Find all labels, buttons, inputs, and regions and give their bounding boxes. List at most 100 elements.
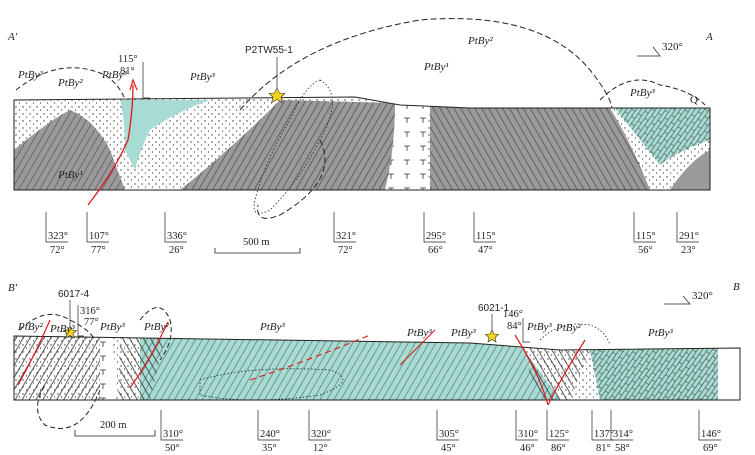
b-attitude-dip: 86° [551,443,566,454]
svg-text:146°: 146° [503,309,523,320]
b-attitude-dip: 46° [520,443,535,454]
fold-trace-b-left [19,313,96,341]
a-attitude-8: 291°23° [676,212,699,256]
b-attitude-dip-direction: 125° [549,429,569,440]
north-arrow-b [664,295,691,305]
b-attitude-9: 146°69° [698,410,721,454]
a-attitude-dip: 72° [338,245,353,256]
section-b-left-end: B' [8,282,18,294]
b-attitude-dip-direction: 240° [260,429,280,440]
top-attitude-b1: 316° 77° [77,305,100,337]
svg-text:PtBy³: PtBy³ [647,327,673,339]
section-a-left-end: A' [7,31,18,43]
attitude-row-a: 323° 72° 107° 77° 336° 26° 321° 72° 295° 66° 115° 4… [45,212,699,256]
section-a: A' A 320° P2TW55-1 115° 81° PtBy³ PtBy² … [7,18,713,256]
a-attitude-dip: 72° [50,245,65,256]
attitude-row-b: 310° 50° 240° 35° 320° 12° 305° 45° 310° 46° 125° 8… [160,410,721,454]
a-attitude-4: 321° 72° [333,212,356,256]
fold-trace-b-right [539,323,611,346]
a-attitude-dip-direction: 321° [336,231,356,242]
section-a-azimuth: 320° [662,41,683,53]
a-attitude-3: 336° 26° [164,212,187,256]
unit-labels-b: PtBy² PtBy³ PtBy³ PtBy² PtBy³ PtBy³ PtBy… [17,321,673,339]
a-attitude-2: 107° 77° [86,212,109,256]
unit-granite-b [718,348,720,400]
a-attitude-dip: 66° [428,245,443,256]
b-attitude-2: 240° 35° [257,410,280,454]
svg-text:500 m: 500 m [243,237,270,248]
a-attitude-dip-direction: 323° [48,231,68,242]
svg-text:PtBy³: PtBy³ [259,321,285,333]
section-a-outline [13,96,711,191]
svg-text:PtBy²: PtBy² [57,77,83,89]
b-attitude-dip: 35° [262,443,277,454]
svg-text:PtBy²: PtBy² [17,321,43,333]
section-b: B' B 320° 6017-4 6021-1 316° 77° 146° 84… [8,281,741,454]
unit-labels-a: PtBy³ PtBy² PtBy³ PtBy³ PtBy¹ PtBy² PtBy… [17,35,698,181]
top-attitude-b2: 146° 84° [503,309,530,343]
svg-text:PtBy³: PtBy³ [189,71,215,83]
fold-trace-a-right [599,79,706,106]
b-attitude-dip: 58° [615,443,630,454]
b-attitude-4: 305° 45° [436,410,459,454]
a-attitude-dip: 77° [91,245,106,256]
svg-text:81°: 81° [120,66,135,77]
a-attitude-dip-direction: 291° [679,231,699,242]
b-attitude-dip-direction: 310° [163,429,183,440]
sample-star-b2 [484,329,500,343]
unit-striped-b2 [118,338,165,400]
svg-text:PtBy²: PtBy² [467,35,493,47]
a-attitude-dip-direction: 336° [167,231,187,242]
fold-trace-b-ellipse [199,368,344,401]
svg-text:PtBy³: PtBy³ [406,327,432,339]
scale-bar-b: 200 m [74,420,156,437]
b-attitude-dip-direction: 146° [701,429,721,440]
a-attitude-dip-direction: 115° [636,231,656,242]
a-attitude-dip: 26° [169,245,184,256]
fold-trace-b-mid [139,307,172,361]
faults-b [17,319,586,406]
b-attitude-dip-direction: 320° [311,429,331,440]
section-b-right-end: B [733,281,740,293]
b-attitude-3: 320° 12° [308,410,331,454]
a-attitude-dip-direction: 295° [426,231,446,242]
svg-text:PtBy³: PtBy³ [526,321,552,333]
b-attitude-6: 125° 86° [546,410,569,454]
svg-text:PtBy³: PtBy³ [49,323,75,335]
section-b-azimuth: 320° [692,290,713,302]
section-b-outline [13,335,741,401]
svg-text:PtBy¹: PtBy¹ [57,169,83,181]
b-attitude-5: 310° 46° [515,410,538,454]
svg-text:115°: 115° [118,54,138,65]
fold-trace-a-lower [257,139,326,219]
b-attitude-7: 137°81° [591,410,614,454]
svg-text:PtBy²: PtBy² [143,321,169,333]
b-attitude-dip-direction: 310° [518,429,538,440]
north-arrow-a [637,46,661,57]
sample-label-b1: 6017-4 [58,289,90,300]
a-attitude-5: 295° 66° [423,212,446,256]
svg-text:Q: Q [690,94,698,106]
svg-text:84°: 84° [507,321,522,332]
svg-text:PtBy¹: PtBy¹ [423,61,449,73]
b-attitude-1: 310° 50° [160,410,183,454]
sample-star-a [268,87,286,104]
a-attitude-dip: 56° [638,245,653,256]
b-attitude-dip-direction: 305° [439,429,459,440]
b-attitude-8: 314°58° [610,410,633,454]
b-attitude-dip: 12° [313,443,328,454]
section-a-right-end: A [705,31,713,43]
svg-text:316°: 316° [80,306,100,317]
section-a-body [14,97,710,190]
scale-bar-a: 500 m [214,237,301,254]
a-attitude-dip: 47° [478,245,493,256]
sample-label-a: P2TW55-1 [245,45,293,56]
a-attitude-dip-direction: 107° [89,231,109,242]
b-attitude-dip: 50° [165,443,180,454]
svg-text:PtBy²: PtBy² [555,322,581,334]
fold-trace-a-left [15,67,126,101]
a-attitude-7: 115° 56° [633,212,656,256]
b-attitude-dip: 45° [441,443,456,454]
top-attitude-a: 115° 81° [118,54,150,99]
